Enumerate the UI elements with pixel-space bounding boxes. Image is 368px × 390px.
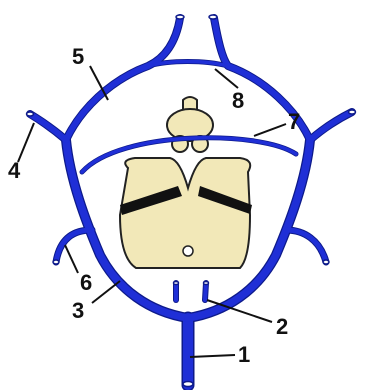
label-2: 2 [276,314,288,339]
label-1: 1 [238,342,250,367]
leader-1 [190,355,235,357]
leader-3 [92,281,120,303]
vessel-end-left [27,112,34,116]
vessel-end-bottom [183,382,193,387]
label-5: 5 [72,44,84,69]
vessel-end-top-right [209,15,217,19]
upper-nodule [167,97,213,152]
central-body [120,158,252,268]
vessel-end-inner-left [174,282,179,285]
central-small-circle [183,246,193,256]
vessel-end-lower-right [323,260,329,264]
vessel-end-right [349,110,356,114]
vessel-end-lower-left [53,260,59,264]
label-7: 7 [288,109,300,134]
leader-6 [65,245,78,273]
vessel-end-top-left [176,15,184,19]
vessel-end-inner-right [204,282,209,285]
leader-4 [18,123,34,162]
label-4: 4 [8,158,21,183]
label-6: 6 [80,270,92,295]
leader-7 [254,124,286,136]
label-8: 8 [232,88,244,113]
label-3: 3 [72,298,84,323]
